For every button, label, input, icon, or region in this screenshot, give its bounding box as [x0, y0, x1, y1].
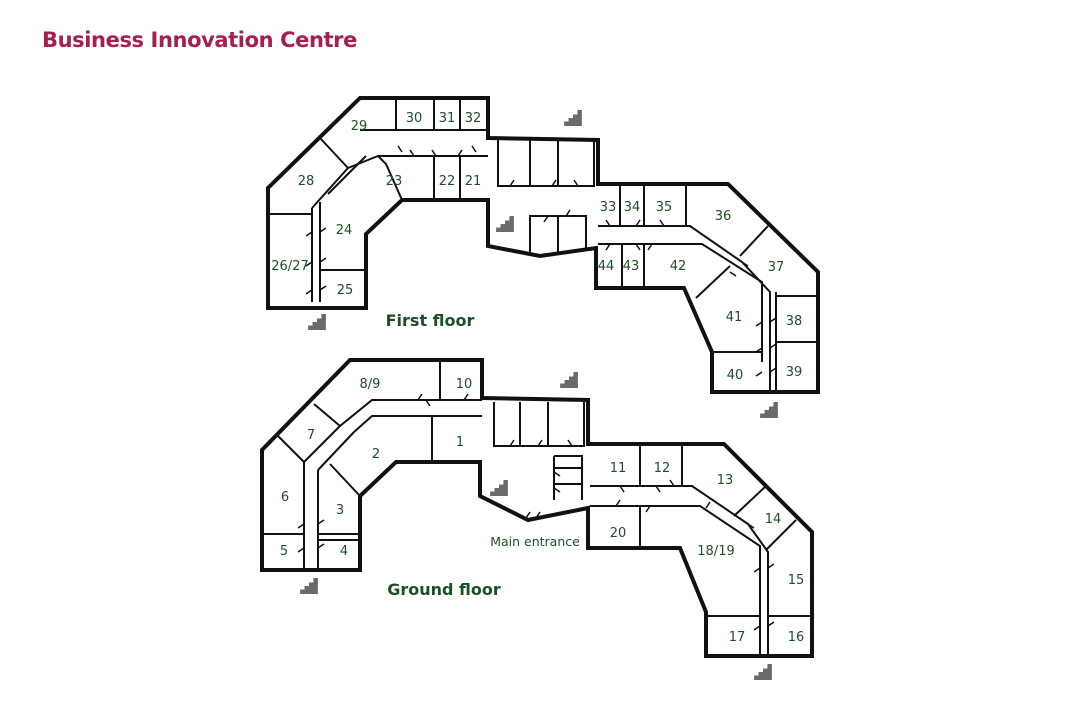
room-40: 40	[727, 368, 744, 383]
stairs-icon	[564, 110, 582, 126]
room-11: 11	[610, 461, 627, 476]
room-37: 37	[768, 260, 785, 275]
room-35: 35	[656, 200, 673, 215]
room-21: 21	[465, 174, 482, 189]
first-floor-plan: 29 30 31 32 28 23 22 21 24 26/27 25 33 3…	[266, 96, 820, 418]
room-26-27: 26/27	[271, 259, 308, 274]
room-33: 33	[600, 200, 617, 215]
room-29: 29	[351, 119, 368, 134]
stairs-icon	[560, 372, 578, 388]
ground-floor-room-labels: 8/9 10 7 2 1 6 3 5 4 11 12 13 14 20 18/1…	[280, 377, 804, 645]
room-39: 39	[786, 365, 803, 380]
ground-floor-label: Ground floor	[387, 580, 501, 599]
room-7: 7	[307, 428, 315, 443]
stairs-icon	[300, 578, 318, 594]
room-43: 43	[623, 259, 640, 274]
room-5: 5	[280, 544, 288, 559]
room-12: 12	[654, 461, 671, 476]
room-8-9: 8/9	[360, 377, 381, 392]
first-floor-label: First floor	[386, 311, 475, 330]
room-42: 42	[670, 259, 687, 274]
first-floor-room-labels: 29 30 31 32 28 23 22 21 24 26/27 25 33 3…	[271, 111, 802, 383]
room-38: 38	[786, 314, 803, 329]
room-15: 15	[788, 573, 805, 588]
room-16: 16	[788, 630, 805, 645]
room-36: 36	[715, 209, 732, 224]
room-4: 4	[340, 544, 348, 559]
room-6: 6	[281, 490, 289, 505]
room-18-19: 18/19	[697, 544, 734, 559]
room-10: 10	[456, 377, 473, 392]
room-44: 44	[598, 259, 615, 274]
room-2: 2	[372, 447, 380, 462]
room-32: 32	[465, 111, 482, 126]
room-14: 14	[765, 512, 782, 527]
room-41: 41	[726, 310, 743, 325]
stairs-icon	[754, 664, 772, 680]
stairs-icon	[760, 402, 778, 418]
room-22: 22	[439, 174, 456, 189]
room-30: 30	[406, 111, 423, 126]
room-3: 3	[336, 503, 344, 518]
main-entrance-label: Main entrance	[490, 534, 580, 549]
room-28: 28	[298, 174, 315, 189]
room-24: 24	[336, 223, 353, 238]
room-13: 13	[717, 473, 734, 488]
room-17: 17	[729, 630, 746, 645]
ground-floor-plan: 8/9 10 7 2 1 6 3 5 4 11 12 13 14 20 18/1…	[260, 358, 814, 680]
room-20: 20	[610, 526, 627, 541]
map-title: Business Innovation Centre	[42, 28, 357, 52]
room-1: 1	[456, 435, 464, 450]
stairs-icon	[490, 480, 508, 496]
stairs-icon	[308, 314, 326, 330]
room-31: 31	[439, 111, 456, 126]
room-23: 23	[386, 174, 403, 189]
room-34: 34	[624, 200, 641, 215]
room-25: 25	[337, 283, 354, 298]
stairs-icon	[496, 216, 514, 232]
